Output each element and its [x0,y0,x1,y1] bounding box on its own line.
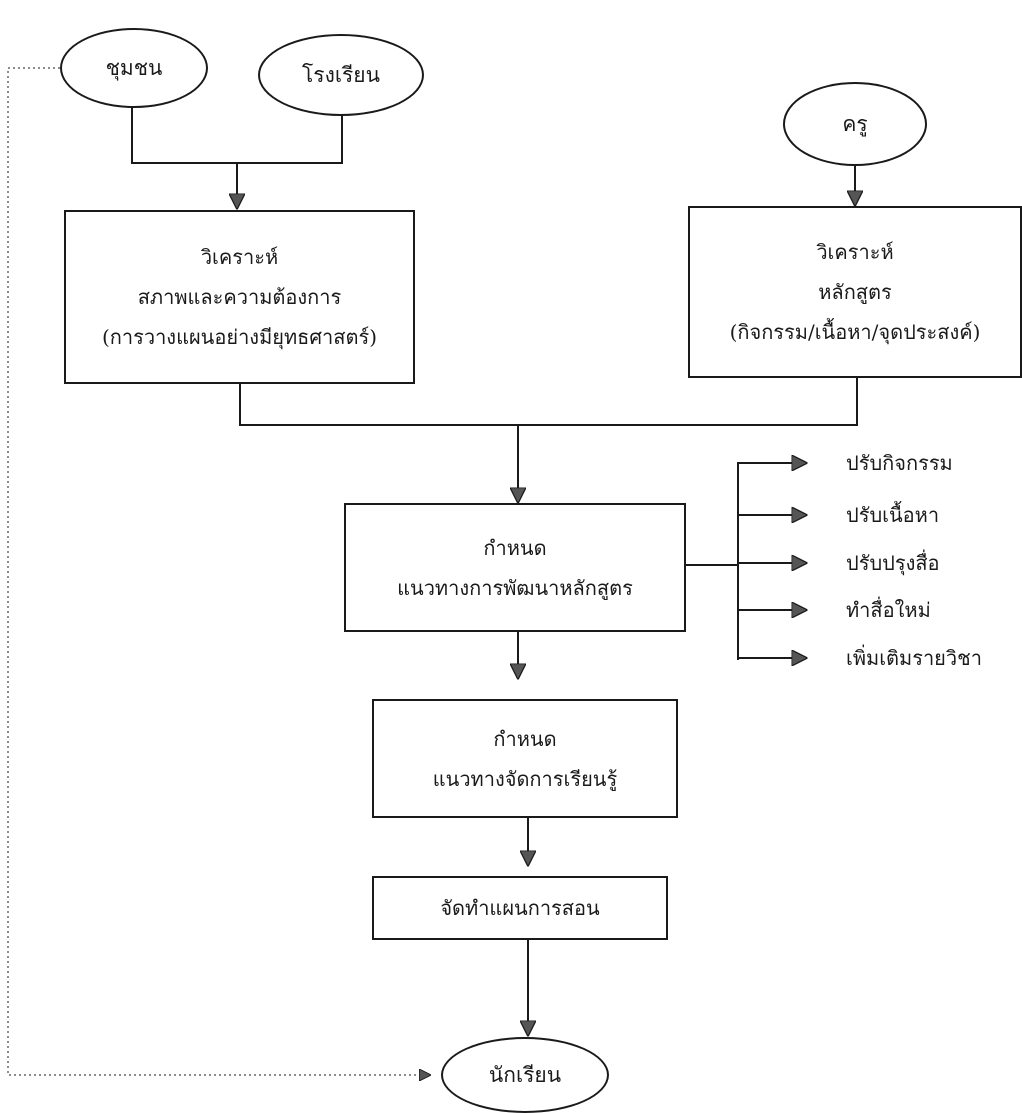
node-community: ชุมชน [60,28,208,108]
label-community: ชุมชน [105,56,163,80]
connector-analyze-context [239,384,518,426]
node-analyze-curriculum: วิเคราะห์ หลักสูตร (กิจกรรม/เนื้อหา/จุดป… [688,206,1022,378]
define-learning-line2: แนวทางจัดการเรียนรู้ [432,766,618,791]
side-output-4: ทำสื่อใหม่ [846,598,931,622]
side-output-3: ปรับปรุงสื่อ [846,551,940,575]
define-learning-line1: กำหนด [493,726,557,751]
analyze-curriculum-line3: (กิจกรรม/เนื้อหา/จุดประสงค์) [729,320,981,344]
side-output-5: เพิ่มเติมรายวิชา [846,646,982,670]
analyze-curriculum-line2: หลักสูตร [818,280,892,304]
connector-analyze-curriculum [518,378,858,426]
label-students: นักเรียน [488,1063,562,1087]
define-dev-line2: แนวทางการพัฒนาหลักสูตร [397,575,633,600]
define-dev-line1: กำหนด [483,535,547,560]
analyze-context-line3: (การวางแผนอย่างมียุทธศาสตร์) [101,325,378,349]
node-define-dev: กำหนด แนวทางการพัฒนาหลักสูตร [344,503,686,632]
node-teacher: ครู [783,82,927,166]
label-lesson-plan: จัดทำแผนการสอน [440,896,600,920]
dotted-feedback-line [7,67,430,1075]
connector-community [131,108,237,164]
analyze-context-line1: วิเคราะห์ [200,245,279,269]
label-school: โรงเรียน [302,63,380,87]
side-output-1: ปรับกิจกรรม [846,451,953,475]
node-school: โรงเรียน [258,34,424,116]
label-teacher: ครู [842,112,868,136]
analyze-context-line2: สภาพและความต้องการ [137,285,342,309]
side-output-2: ปรับเนื้อหา [846,503,940,527]
node-define-learning: กำหนด แนวทางจัดการเรียนรู้ [372,699,678,818]
connector-school [237,115,343,164]
node-analyze-context: วิเคราะห์ สภาพและความต้องการ (การวางแผนอ… [64,210,415,384]
node-lesson-plan: จัดทำแผนการสอน [372,876,668,940]
node-students: นักเรียน [441,1037,609,1113]
analyze-curriculum-line1: วิเคราะห์ [816,240,894,264]
